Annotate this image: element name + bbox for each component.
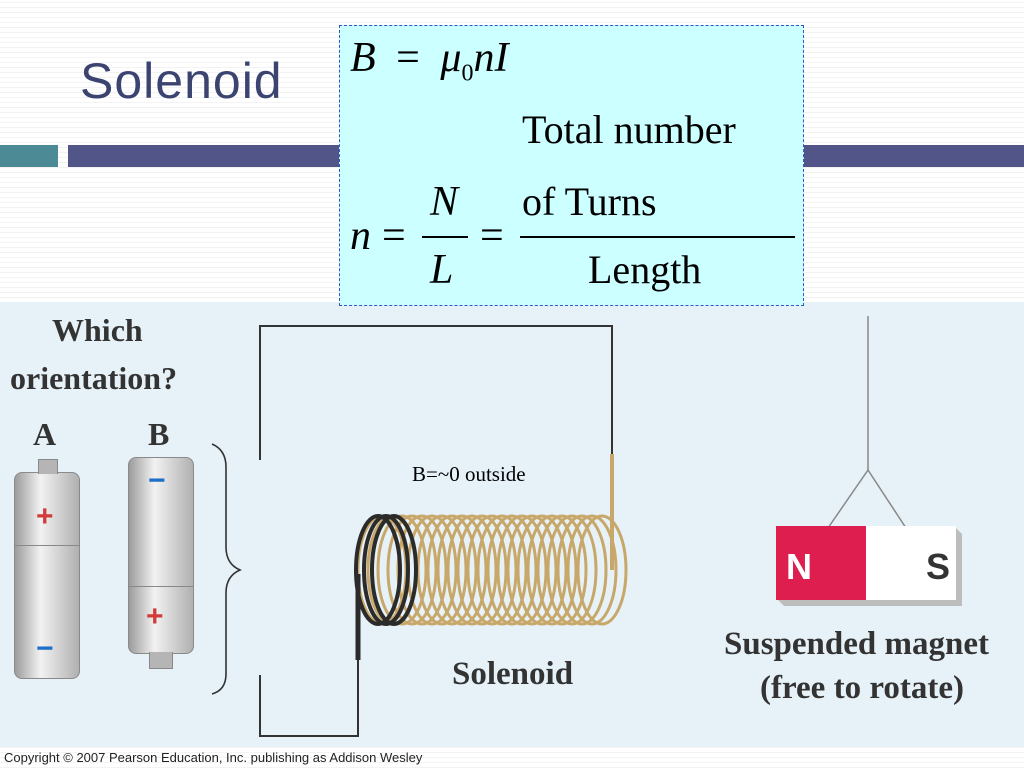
solenoid-label: Solenoid xyxy=(452,656,574,692)
battery-a-plus-sign: + xyxy=(36,500,54,533)
formula-numerator-line-1: Total number xyxy=(522,107,736,152)
magnet-north-label: N xyxy=(786,546,812,587)
formula-n-i-symbols: nI xyxy=(473,35,509,81)
battery-a-minus-sign: − xyxy=(36,632,54,665)
question-line-2: orientation? xyxy=(10,360,178,396)
copyright-notice: Copyright © 2007 Pearson Education, Inc.… xyxy=(4,750,423,765)
battery-b-label: B xyxy=(148,416,170,452)
formula-fraction-bar-right xyxy=(520,236,795,238)
battery-a-icon xyxy=(14,459,80,679)
formula-mu-symbol: μ xyxy=(440,35,462,81)
formula-equals-2: = xyxy=(480,213,504,259)
solenoid-figure: Which orientation? A B + − − + xyxy=(0,302,1024,747)
formula-n-symbol: n xyxy=(350,213,371,259)
accent-bar-teal xyxy=(0,145,58,167)
battery-a-label: A xyxy=(33,416,57,452)
curly-brace-icon xyxy=(211,443,243,695)
question-line-1: Which xyxy=(52,312,143,348)
formula-length-symbol: L xyxy=(430,247,454,293)
formula-equals: = xyxy=(396,35,420,81)
circuit-diagram xyxy=(211,316,962,737)
bar-magnet-icon xyxy=(776,316,962,606)
formula-b-symbol: B xyxy=(350,35,376,81)
circuit-wire-bottom xyxy=(259,656,359,737)
magnet-caption-line-2: (free to rotate) xyxy=(760,670,964,706)
formula-fraction-bar-left xyxy=(422,236,468,238)
magnet-caption-line-1: Suspended magnet xyxy=(724,626,989,662)
formula-equals-1: = xyxy=(382,213,406,259)
formula-box: B = μ0nI Total number of Turns Length n … xyxy=(339,25,804,306)
formula-b-definition: B = μ0nI xyxy=(350,34,508,87)
formula-numerator-line-2: of Turns xyxy=(522,179,657,224)
formula-denominator-length: Length xyxy=(588,247,702,292)
formula-n-turns-symbol: N xyxy=(430,179,459,225)
formula-mu-subscript: 0 xyxy=(461,60,474,87)
outside-field-note: B=~0 outside xyxy=(412,462,526,486)
circuit-wire-top xyxy=(259,325,613,462)
slide-title: Solenoid xyxy=(80,53,283,109)
battery-b-plus-sign: + xyxy=(146,600,164,633)
battery-b-minus-sign: − xyxy=(148,464,166,497)
magnet-south-label: S xyxy=(926,546,951,587)
battery-b-icon xyxy=(128,457,194,669)
